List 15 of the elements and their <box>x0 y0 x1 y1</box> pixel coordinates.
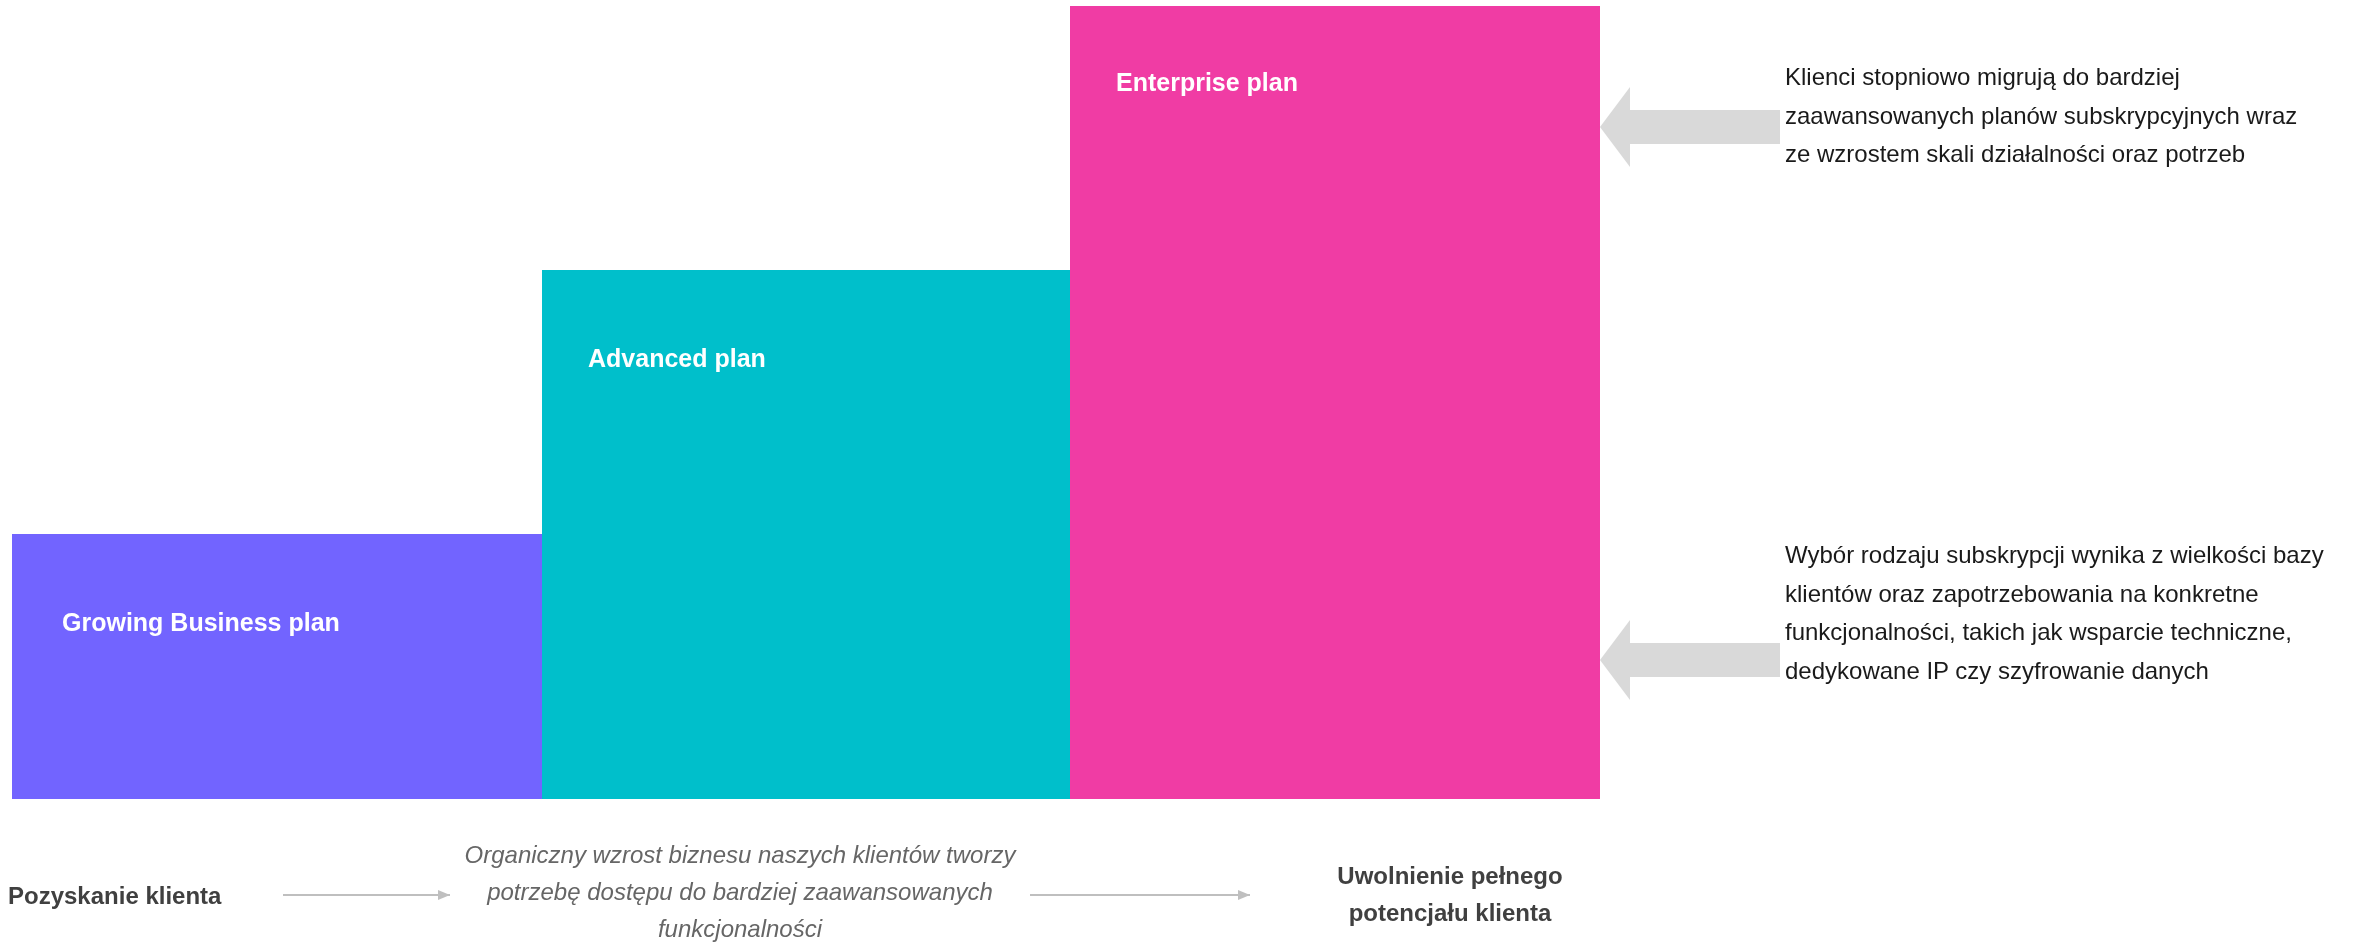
plan-bar <box>542 270 1070 799</box>
arrow <box>1600 620 1780 700</box>
plan-label: Advanced plan <box>588 343 767 374</box>
plan-label: Enterprise plan <box>1116 67 1299 98</box>
step-description: Organiczny wzrost biznesu naszych klientów tworzy potrzebę dostępu do bardziej zaawansowanych funkcjonalności <box>463 839 1018 944</box>
note-text: Klienci stopniowo migrują do bardziej zaawansowanych planów subskrypcyjnych wraz ze wzrostem skali działalności oraz potrzeb <box>1785 62 2299 169</box>
note-text: Wybór rodzaju subskrypcji wynika z wielkości bazy klientów oraz zapotrzebowania na konkretne funkcjonalności, takich jak wsparcie techniczne, dedykowane IP czy szyfrowanie danych <box>1785 540 2325 686</box>
step-label: Uwolnienie pełnego potencjału klienta <box>1336 861 1564 928</box>
plan-label: Growing Business plan <box>62 607 341 638</box>
arrow <box>1029 890 1251 900</box>
arrow <box>282 890 451 900</box>
arrow <box>1600 87 1780 167</box>
plan-bar <box>1070 6 1600 799</box>
step-label: Pozyskanie klienta <box>8 880 222 911</box>
plan-bar <box>12 534 542 799</box>
